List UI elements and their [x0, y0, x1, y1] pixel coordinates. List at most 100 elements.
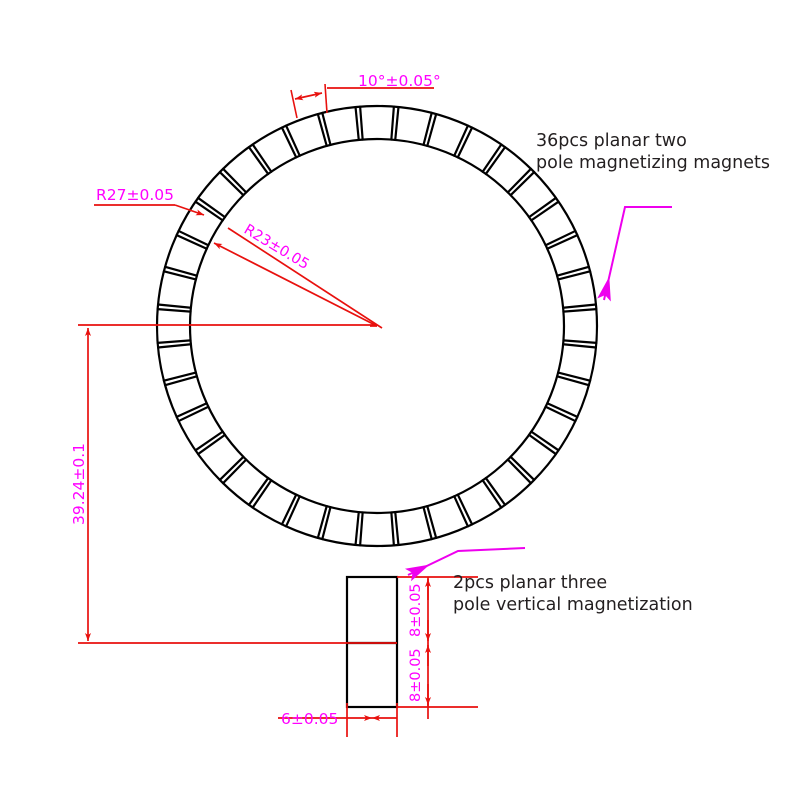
- ring-segment-divider: [156, 303, 192, 309]
- ring-segment-divider: [484, 146, 507, 176]
- ring-segment-divider: [562, 339, 598, 344]
- ring-segment-divider: [175, 234, 208, 250]
- ring-segment-divider: [321, 506, 332, 541]
- dimension-label-block-lower-height: 8±0.05: [408, 648, 424, 702]
- ring-segment-divider: [390, 105, 395, 141]
- radius-dimension-r23: [213, 227, 383, 329]
- ring-segment-divider: [221, 458, 248, 485]
- ring-segment-divider: [285, 495, 301, 528]
- ring-outer-circle: [155, 104, 599, 548]
- ring-segment-divider: [562, 308, 598, 313]
- note-block-line1: 2pcs planar three: [453, 573, 607, 593]
- ring-segment-divider: [247, 476, 270, 506]
- ring-segment-divider: [484, 476, 507, 506]
- ring-segment-divider: [426, 112, 438, 147]
- ring-segment-divider: [509, 455, 536, 482]
- ring-segment-divider: [456, 493, 474, 526]
- ring-segment-divider: [557, 371, 592, 382]
- ring-segment-divider: [164, 265, 198, 277]
- ring-segment-divider: [456, 126, 474, 159]
- dimension-label-inner-radius: R23±0.05: [241, 222, 312, 273]
- ring-segment-divider: [197, 433, 227, 456]
- ring-segment-divider: [394, 105, 400, 141]
- ring-segment-divider: [527, 433, 557, 456]
- ring-segment-divider: [426, 505, 438, 540]
- ring-segment-divider: [197, 196, 227, 219]
- ring-segment-divider: [156, 343, 192, 349]
- ring-segment-divider: [321, 111, 332, 146]
- ring-segment-divider: [422, 506, 433, 541]
- annotation-text-layer: 10°±0.05° R27±0.05 R23±0.05 39.24±0.1 8±…: [70, 72, 770, 728]
- magnet-ring-part: [155, 104, 599, 548]
- ring-segment-divider: [247, 146, 270, 176]
- ring-segment-divider: [359, 105, 364, 141]
- ring-segment-divider: [177, 229, 210, 247]
- ring-segment-divider: [557, 270, 592, 281]
- dimension-lines: [78, 83, 478, 737]
- ring-segment-divider: [194, 430, 224, 452]
- ring-segment-divider: [422, 111, 433, 146]
- ring-segment-divider: [156, 339, 192, 344]
- ring-segment-divider: [164, 375, 198, 387]
- ring-segment-divider: [530, 430, 560, 452]
- ring-segment-divider: [506, 167, 533, 194]
- ring-segment-divider: [509, 170, 536, 197]
- ring-segment-divider: [506, 458, 533, 485]
- note-ring-line2: pole magnetizing magnets: [536, 153, 770, 173]
- ring-segment-divider: [156, 308, 192, 313]
- ring-segment-divider-lines: [156, 105, 598, 547]
- ring-segment-divider: [218, 170, 245, 197]
- block-width-dimension: [278, 703, 429, 737]
- radius-dimension-r27: [94, 204, 205, 216]
- ring-segment-divider: [280, 493, 298, 526]
- ring-segment-divider: [562, 303, 598, 309]
- ring-segment-divider: [285, 124, 301, 157]
- ring-segment-divider: [394, 511, 400, 547]
- dimension-label-outer-radius: R27±0.05: [96, 186, 174, 204]
- note-ring-line1: 36pcs planar two: [536, 131, 687, 151]
- ring-note-leader: [597, 206, 672, 302]
- ring-segment-divider: [544, 229, 577, 247]
- ring-segment-divider: [453, 124, 469, 157]
- ring-inner-circle: [188, 137, 566, 515]
- ring-segment-divider: [354, 511, 360, 547]
- ring-segment-divider: [544, 405, 577, 423]
- ring-segment-divider: [162, 270, 197, 281]
- ring-segment-divider: [177, 405, 210, 423]
- ring-segment-divider: [527, 196, 557, 219]
- ring-segment-divider: [453, 495, 469, 528]
- ring-segment-divider: [556, 375, 591, 387]
- ring-segment-divider: [316, 112, 328, 147]
- ring-segment-divider: [280, 126, 298, 159]
- angle-dimension-10deg: [290, 83, 434, 119]
- ring-segment-divider: [354, 105, 360, 141]
- overall-height-dimension: [78, 328, 397, 644]
- ring-segment-divider: [218, 455, 245, 482]
- ring-segment-divider: [316, 505, 328, 540]
- vertical-magnet-block-part: [345, 575, 399, 709]
- ring-segment-divider: [175, 402, 208, 418]
- leader-lines: [404, 206, 672, 582]
- ring-segment-divider: [194, 200, 224, 222]
- note-block-line2: pole vertical magnetization: [453, 595, 693, 615]
- ring-segment-divider: [251, 479, 273, 509]
- ring-segment-divider: [251, 143, 273, 173]
- ring-segment-divider: [481, 143, 503, 173]
- ring-segment-divider: [530, 200, 560, 222]
- ring-segment-divider: [221, 167, 248, 194]
- ring-segment-divider: [390, 511, 395, 547]
- dimension-label-overall-height: 39.24±0.1: [70, 443, 88, 525]
- block-note-leader: [404, 547, 526, 582]
- ring-segment-divider: [359, 511, 364, 547]
- block-lower-height-dimension: [397, 643, 478, 708]
- ring-segment-divider: [162, 371, 197, 382]
- ring-segment-divider: [562, 343, 598, 349]
- ring-segment-divider: [546, 402, 579, 418]
- ring-segment-divider: [546, 234, 579, 250]
- dimension-label-block-upper-height: 8±0.05: [408, 583, 424, 637]
- dimension-label-angle: 10°±0.05°: [358, 72, 441, 90]
- ring-segment-divider: [556, 265, 591, 277]
- ring-segment-divider: [481, 479, 503, 509]
